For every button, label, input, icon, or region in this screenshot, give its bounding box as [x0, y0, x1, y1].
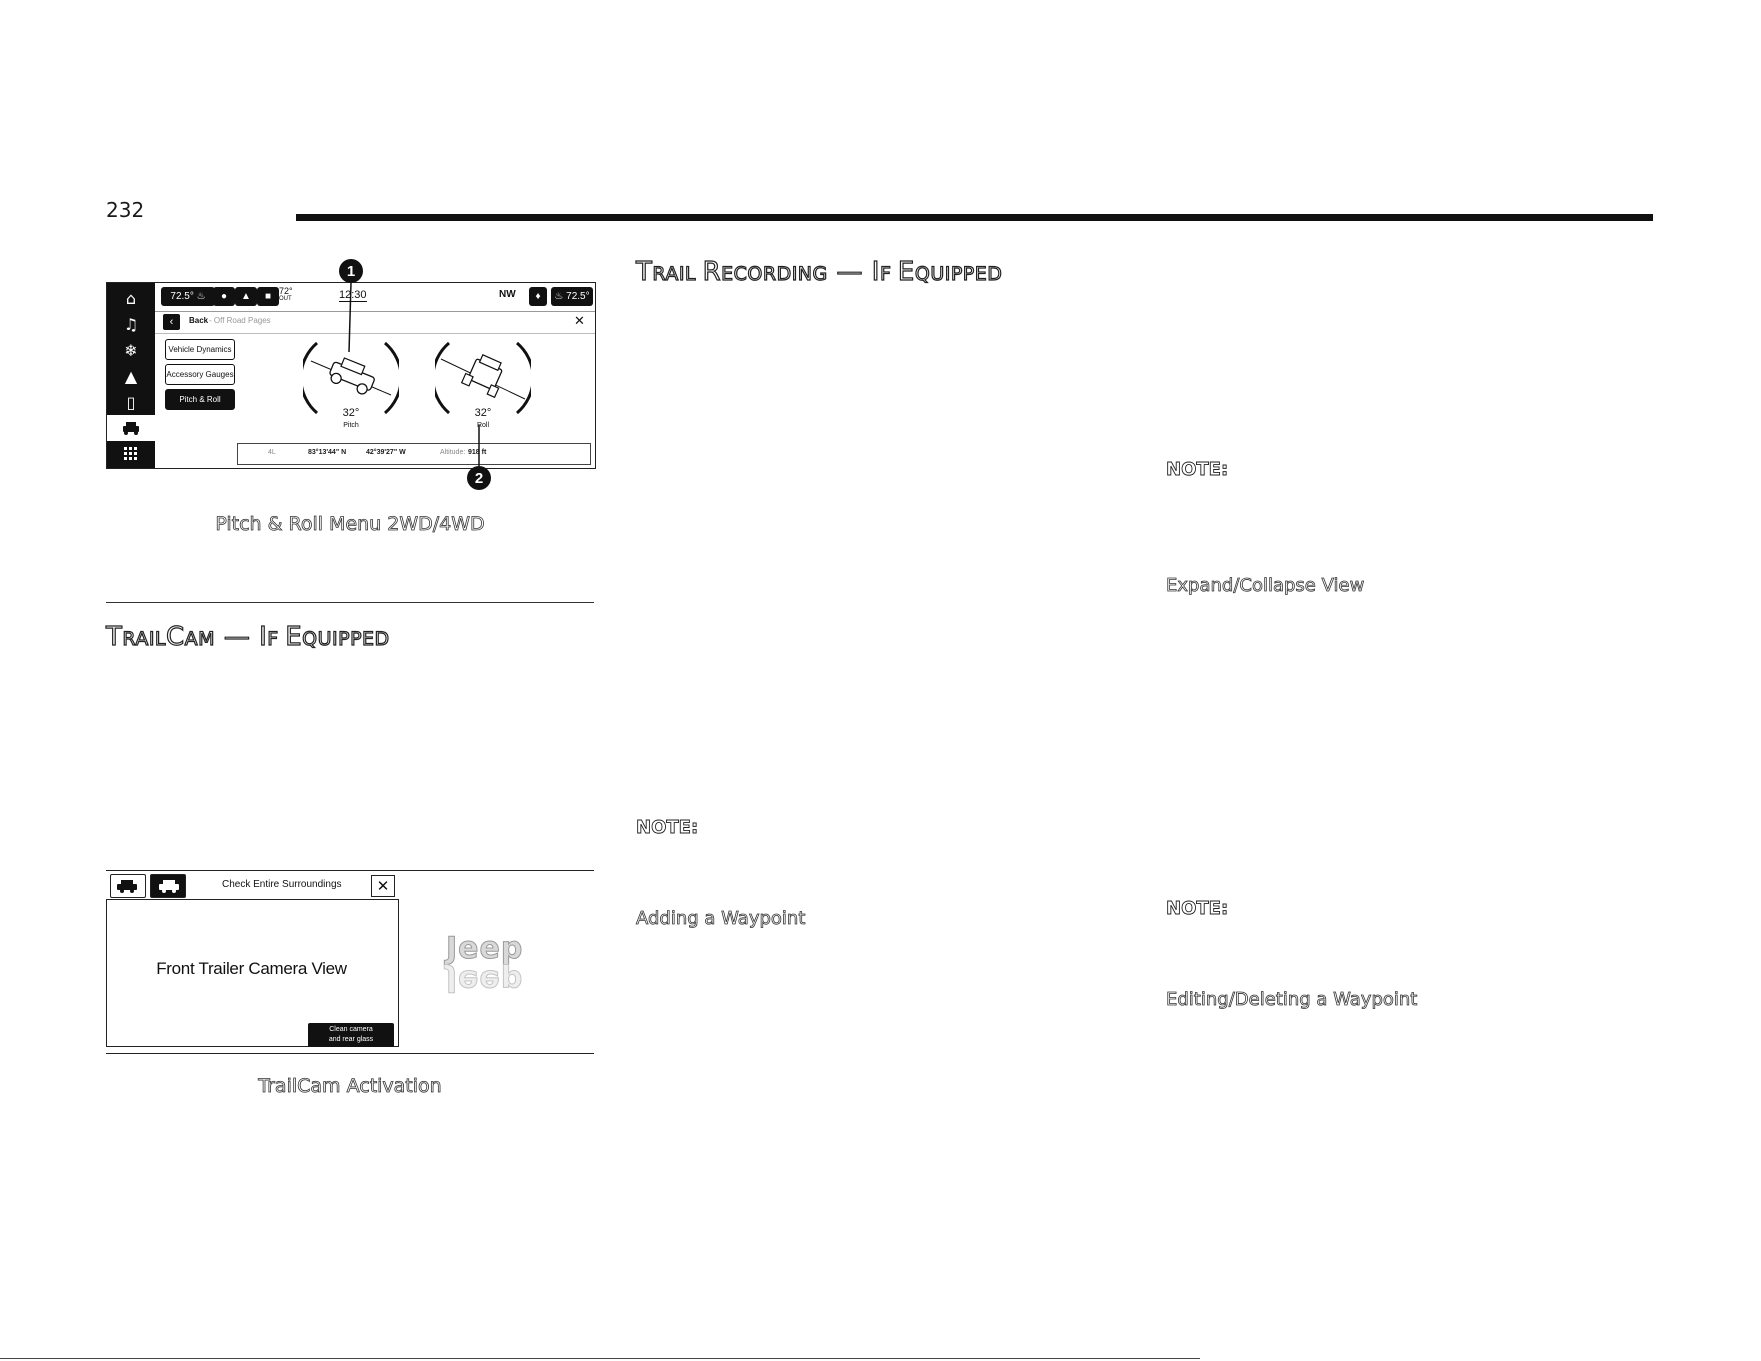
section-divider [106, 602, 594, 603]
camera-icon[interactable]: ■ [257, 287, 279, 306]
longitude: 42°39'27" W [366, 449, 406, 456]
roll-gauge [435, 341, 531, 415]
title-small: F [267, 627, 286, 650]
figure2-caption: TrailCam Activation [258, 1075, 442, 1098]
close-icon: ✕ [376, 878, 390, 895]
title-small: F [879, 262, 898, 285]
nav-row: ‹ Back - Off Road Pages ✕ [155, 311, 595, 334]
title-small: ECORDING [721, 262, 828, 285]
title-small: QUIPPED [914, 262, 1003, 285]
back-button[interactable]: ‹ [163, 314, 180, 330]
notification-icon[interactable]: ▲ [235, 287, 257, 306]
check-surroundings-text: Check Entire Surroundings [222, 879, 342, 890]
note-label: NOTE: [636, 817, 699, 839]
menu-pitch-roll[interactable]: Pitch & Roll [165, 389, 235, 410]
camera-view-label: Front Trailer Camera View [156, 959, 347, 978]
clock: 12:30 [339, 289, 367, 302]
seat-heat-icon: ♨ [196, 291, 206, 302]
camera-view-panel [106, 899, 399, 1047]
altitude-label: Altitude: [440, 449, 466, 456]
trail-recording-section-title: TRAIL RECORDING — IF EQUIPPED [635, 256, 1003, 287]
pitch-value: 32° [342, 407, 360, 419]
adding-waypoint-heading: Adding a Waypoint [636, 908, 806, 930]
driver-temp-button[interactable]: 72.5° ♨ [161, 287, 215, 306]
jeep-logo: Jeep [445, 931, 524, 967]
title-letter: E [285, 621, 303, 652]
navigation-icon[interactable]: ▲ [124, 366, 138, 386]
title-letter: I [871, 256, 880, 287]
passenger-temp: 72.5° [566, 291, 590, 302]
seat-icon: ♨ [554, 291, 564, 302]
note-label: NOTE: [1166, 459, 1229, 481]
microphone-icon[interactable]: ♦ [529, 287, 547, 306]
clean-line-1: Clean camera [329, 1026, 373, 1033]
phone-icon[interactable]: ▯ [126, 392, 136, 412]
note-label: NOTE: [1166, 898, 1229, 920]
trailcam-section-title: TRAILCAM — IF EQUIPPED [105, 621, 390, 652]
position-status-bar: 4L 83°13'44" N 42°39'27" W Altitude: 918… [237, 443, 591, 465]
side-rail: ⌂ ♫ ❄ ▲ ▯ [107, 283, 155, 468]
climate-icon[interactable]: ❄ [124, 340, 138, 360]
title-small: RAIL [652, 262, 703, 285]
title-letter: E [897, 256, 915, 287]
vehicle-icon[interactable] [107, 415, 155, 441]
callout-2: 2 [467, 466, 491, 490]
altitude-value: 918 ft [468, 449, 487, 456]
expand-collapse-heading: Expand/Collapse View [1166, 575, 1365, 597]
profile-icon[interactable]: ● [213, 287, 235, 306]
roll-value: 32° [474, 407, 492, 419]
close-icon[interactable]: ✕ [574, 313, 585, 328]
clean-camera-button[interactable]: Clean camera and rear glass [308, 1023, 394, 1047]
footer-rule [0, 1358, 1200, 1359]
outside-temp: 72° [279, 286, 293, 296]
header-rule [296, 214, 1653, 221]
compass: NW [499, 289, 516, 300]
trailcam-figure: Check Entire Surroundings ✕ Front Traile… [106, 870, 594, 1054]
camera-close-button[interactable]: ✕ [371, 875, 395, 897]
clean-line-2: and rear glass [328, 1036, 374, 1043]
chevron-left-icon: ‹ [169, 316, 174, 328]
pitch-roll-figure: ⌂ ♫ ❄ ▲ ▯ 72.5° ♨ ● ▲ ■ 72° OUT 12:30 NW… [106, 282, 596, 469]
camera-top-bar: Check Entire Surroundings ✕ [106, 871, 396, 899]
front-camera-tab[interactable] [150, 874, 186, 898]
apps-icon[interactable] [107, 441, 155, 467]
roll-label: Roll [476, 422, 490, 429]
page-number: 232 [106, 198, 145, 222]
title-small: RAIL [122, 627, 167, 650]
figure1-caption: Pitch & Roll Menu 2WD/4WD [215, 513, 485, 536]
status-top-bar: 72.5° ♨ ● ▲ ■ 72° OUT 12:30 NW ♦ ♨ 72.5° [155, 283, 595, 312]
driver-temp: 72.5° [170, 291, 194, 302]
vehicle-front-icon [159, 880, 179, 893]
pitch-gauge [303, 341, 399, 415]
jeep-logo-reflection: Jeep [446, 963, 524, 999]
music-icon[interactable]: ♫ [123, 314, 139, 334]
title-small: AM [184, 627, 216, 650]
title-letter: T [635, 256, 653, 287]
breadcrumb: - Off Road Pages [209, 316, 271, 325]
title-letter: T [105, 621, 123, 652]
title-letter: C [165, 621, 185, 652]
passenger-temp-button[interactable]: ♨ 72.5° [551, 287, 593, 306]
home-icon[interactable]: ⌂ [125, 288, 137, 308]
pitch-label: Pitch [343, 422, 359, 429]
title-small: QUIPPED [302, 627, 390, 650]
menu-accessory-gauges[interactable]: Accessory Gauges [165, 364, 235, 385]
vehicle-rear-icon [117, 880, 137, 893]
title-letter: I [258, 621, 268, 652]
drive-mode: 4L [268, 449, 276, 456]
callout-1: 1 [339, 259, 363, 283]
rear-camera-tab[interactable] [110, 874, 146, 898]
title-dash: — [215, 621, 260, 652]
latitude: 83°13'44" N [308, 449, 347, 456]
editing-waypoint-heading: Editing/Deleting a Waypoint [1166, 989, 1418, 1011]
back-label[interactable]: Back [189, 316, 209, 325]
outside-label: OUT [279, 296, 292, 302]
title-dash: — [827, 256, 872, 287]
menu-vehicle-dynamics[interactable]: Vehicle Dynamics [165, 339, 235, 360]
title-letter: R [702, 256, 722, 287]
